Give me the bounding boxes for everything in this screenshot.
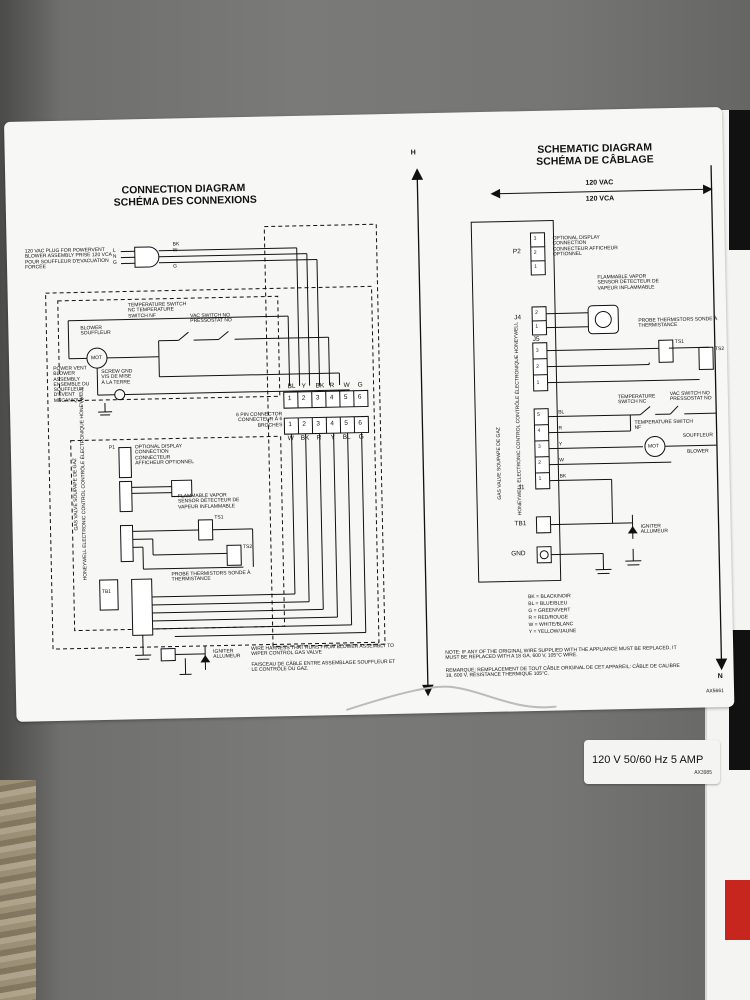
j5-pin-2: 2	[536, 363, 540, 370]
pin-2: 2	[301, 394, 306, 402]
flammable-sensor-label: FLAMMABLE VAPOR SENSOR DÉTECTEUR DE VAPE…	[177, 492, 240, 510]
lower-pin-3: 3	[316, 420, 321, 428]
top-wire-bl: BL	[287, 382, 296, 391]
j4-pin-1: 1	[535, 323, 539, 330]
j4-pin-2: 2	[535, 309, 538, 316]
p2-pin-2: 2	[533, 249, 537, 256]
electrical-rating-label: 120 V 50/60 Hz 5 AMP AX3985	[584, 740, 720, 784]
control-dashed-box	[45, 285, 380, 650]
pin-5: 5	[343, 393, 348, 401]
blower-motor-label: MOT	[90, 354, 103, 362]
vac-switch-right: VAC SWITCH NO PRESSOSTAT NO	[669, 390, 712, 403]
ts1-right: TS1	[674, 338, 684, 346]
top-wire-g: G	[357, 381, 363, 389]
igniter-left-label: IGNITER ALLUMEUR	[213, 648, 241, 660]
temp-switch-right: TEMPERATURE SWITCH NC	[617, 393, 656, 406]
j5-pin-1: 1	[536, 379, 540, 386]
vca-label: 120 VCA	[585, 195, 615, 203]
probe-thermistors-label: PROBE THERMISTORS SONDE À THERMISTANCE	[171, 569, 251, 583]
pin-4: 4	[329, 394, 334, 402]
top-wire-bk: BK	[315, 382, 325, 390]
p2-pin-1: 1	[534, 263, 537, 270]
top-wire-w: W	[343, 381, 350, 389]
screw-label: SCREW GND VIS DE MISE À LA TERRE	[101, 368, 133, 386]
probe-thermistors-right: PROBE THERMISTORS SONDE À THERMISTANCE	[638, 316, 718, 330]
plug-pin-g: G	[112, 259, 117, 266]
j1-pin-4: 4	[537, 427, 541, 434]
tb1-left-label: TB1	[101, 588, 112, 596]
neutral-label: N	[717, 673, 723, 681]
power-vent-label: POWER VENT BLOWER ASSEMBLY ENSEMBLE DU S…	[53, 365, 90, 404]
wiring-diagram-label: CONNECTION DIAGRAM SCHÉMA DES CONNEXIONS…	[4, 106, 735, 722]
j1-pin-3: 3	[537, 443, 541, 450]
souffleur-label: SOUFFLEUR	[682, 432, 714, 439]
wiring-lines	[45, 165, 728, 711]
j1-wire-bl: BL	[558, 409, 565, 416]
lower-pin-2: 2	[302, 420, 307, 428]
j5-label: J5	[532, 335, 540, 343]
ts1-label: TS1	[214, 514, 224, 521]
optional-display-right: OPTIONAL DISPLAY CONNECTION CONNECTEUR A…	[552, 234, 618, 258]
black-band	[729, 110, 750, 250]
bottom-wire-y: Y	[330, 434, 336, 442]
ts2-label: TS2	[242, 543, 253, 551]
hot-label: H	[410, 149, 416, 157]
optional-display-label: OPTIONAL DISPLAY CONNECTION CONNECTEUR A…	[134, 443, 195, 467]
p1-label: P1	[108, 444, 116, 451]
igniter-right-label: IGNITER ALLUMEUR	[640, 523, 669, 536]
harness-dashed-box	[263, 223, 386, 647]
blower-label: BLOWER SOUFFLEUR	[80, 324, 111, 337]
lower-pin-1: 1	[288, 421, 293, 429]
j1-wire-r: R	[558, 425, 563, 432]
bottom-wire-bl: BL	[342, 433, 351, 441]
rating-text: 120 V 50/60 Hz 5 AMP	[592, 754, 704, 766]
blower-dashed-box	[57, 295, 281, 402]
bottom-wire-bk: BK	[300, 434, 310, 442]
temp-switch-right-fr: TEMPERATURE SWITCH NF	[634, 418, 694, 432]
vac-switch-label: VAC SWITCH NO PRESSOSTAT NO	[190, 312, 232, 325]
gnd-label: GND	[511, 550, 526, 558]
blower-motor-right: MOT	[647, 443, 660, 450]
lower-pin-4: 4	[330, 420, 335, 428]
bottom-wire-r: R	[316, 434, 322, 442]
wire-label-w: W	[172, 247, 178, 254]
ts2-right: TS2	[714, 345, 725, 353]
j1-pin-2: 2	[538, 459, 542, 466]
j1-wire-y: Y	[558, 441, 563, 448]
j1-pin-1: 1	[538, 475, 542, 482]
p2-label: P2	[512, 248, 521, 256]
legend-y: Y = YELLOW/JAUNE	[528, 628, 577, 636]
j5-pin-3: 3	[535, 347, 539, 354]
blower-right-label: BLOWER	[686, 448, 709, 455]
bottom-wire-g: G	[358, 433, 364, 441]
lower-pin-5: 5	[344, 419, 349, 427]
p2-pin-3: 3	[533, 235, 537, 242]
j1-wire-w: W	[559, 457, 565, 464]
top-wire-y: Y	[301, 382, 307, 390]
pin-6: 6	[357, 393, 362, 401]
red-warning-block	[725, 880, 750, 940]
tb1-right-label: TB1	[514, 520, 527, 528]
j1-pin-5: 5	[537, 411, 541, 418]
part-number: AX5661	[706, 688, 724, 695]
pin6-label: 6 PIN CONNECTOR CONNECTEUR À 6 BROCHES	[236, 411, 283, 429]
vac-label: 120 VAC	[585, 179, 614, 187]
pin-3: 3	[315, 394, 320, 402]
j1-wire-bk: BK	[559, 473, 567, 480]
temp-switch-label: TEMPERATURE SWITCH NC TEMPERATURE SWITCH…	[127, 301, 187, 319]
bottom-wire-w: W	[287, 435, 294, 443]
lower-pin-6: 6	[358, 419, 363, 427]
wood-background	[0, 780, 36, 1000]
black-band	[729, 630, 750, 770]
pin-1: 1	[287, 395, 292, 403]
flammable-sensor-right: FLAMMABLE VAPOR SENSOR DÉTECTEUR DE VAPE…	[597, 273, 659, 292]
wire-label-g: G	[173, 263, 178, 270]
rating-code: AX3985	[694, 770, 712, 776]
plug-note: 120 VAC PLUG FOR POWERVENT BLOWER ASSEMB…	[24, 246, 112, 271]
top-wire-r: R	[329, 382, 335, 390]
j1-label: J1	[517, 484, 525, 492]
